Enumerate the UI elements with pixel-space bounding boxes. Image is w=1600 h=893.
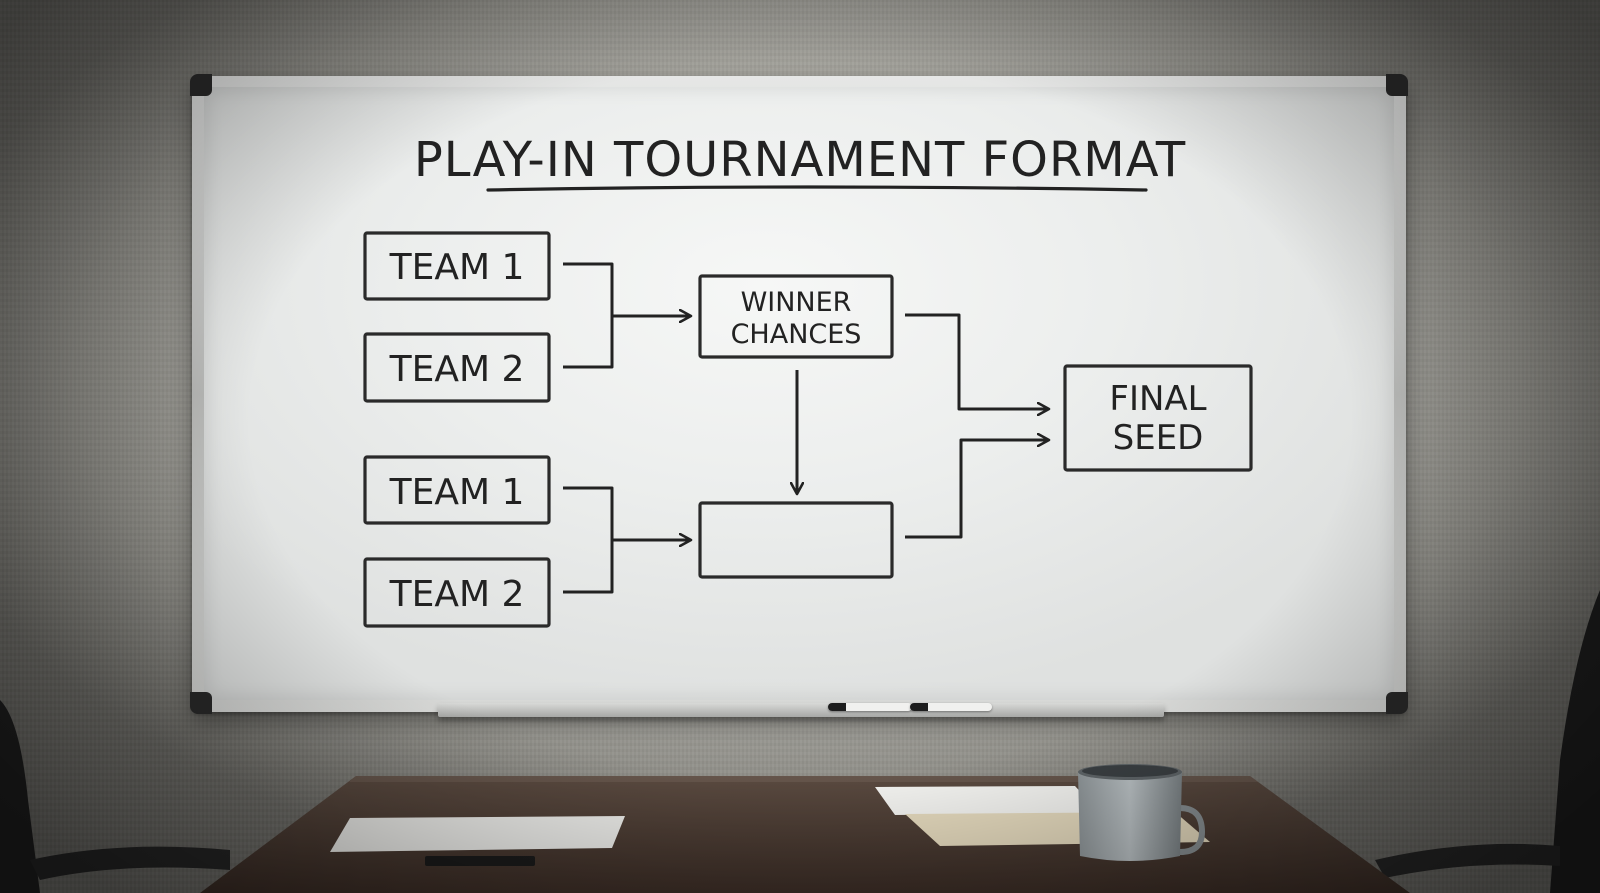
winner-chances-box: WINNER CHANCES bbox=[698, 274, 894, 359]
whiteboard-title: PLAY-IN TOURNAMENT FORMAT bbox=[414, 132, 1186, 188]
marker-icon bbox=[828, 703, 912, 711]
chair-right bbox=[1550, 590, 1600, 893]
table-edge bbox=[349, 776, 1258, 782]
chair-left bbox=[0, 700, 40, 893]
chair-armrest-left bbox=[30, 846, 230, 880]
winner-label-line2: CHANCES bbox=[731, 319, 862, 350]
team-box-4: TEAM 2 bbox=[363, 557, 551, 628]
frame-corner bbox=[1386, 692, 1408, 714]
final-seed-box: FINAL SEED bbox=[1063, 364, 1253, 472]
team-box-1: TEAM 1 bbox=[363, 231, 551, 301]
chair-armrest-right bbox=[1375, 843, 1560, 878]
team-label: TEAM 2 bbox=[389, 349, 525, 390]
mug-icon bbox=[1078, 764, 1206, 861]
team-box-3: TEAM 1 bbox=[363, 455, 551, 525]
team-label: TEAM 1 bbox=[389, 472, 525, 513]
pen-icon bbox=[425, 856, 535, 866]
team-label: TEAM 1 bbox=[389, 247, 525, 288]
team-box-2: TEAM 2 bbox=[363, 332, 551, 403]
frame-corner bbox=[190, 74, 212, 96]
whiteboard-surface bbox=[204, 87, 1394, 700]
frame-corner bbox=[190, 692, 212, 714]
title-underline bbox=[486, 185, 1148, 192]
winner-label-line1: WINNER bbox=[741, 287, 852, 318]
frame-corner bbox=[1386, 74, 1408, 96]
paper-sheet bbox=[875, 786, 1100, 815]
empty-box bbox=[698, 501, 894, 579]
final-label-line2: SEED bbox=[1113, 418, 1204, 458]
final-arrow-top bbox=[905, 313, 1048, 409]
notebook bbox=[330, 816, 625, 852]
final-label-line1: FINAL bbox=[1109, 379, 1206, 419]
team-label: TEAM 2 bbox=[389, 574, 525, 615]
marker-icon bbox=[910, 703, 992, 711]
final-arrow-bottom bbox=[905, 440, 1048, 539]
whiteboard-frame bbox=[190, 74, 1408, 714]
